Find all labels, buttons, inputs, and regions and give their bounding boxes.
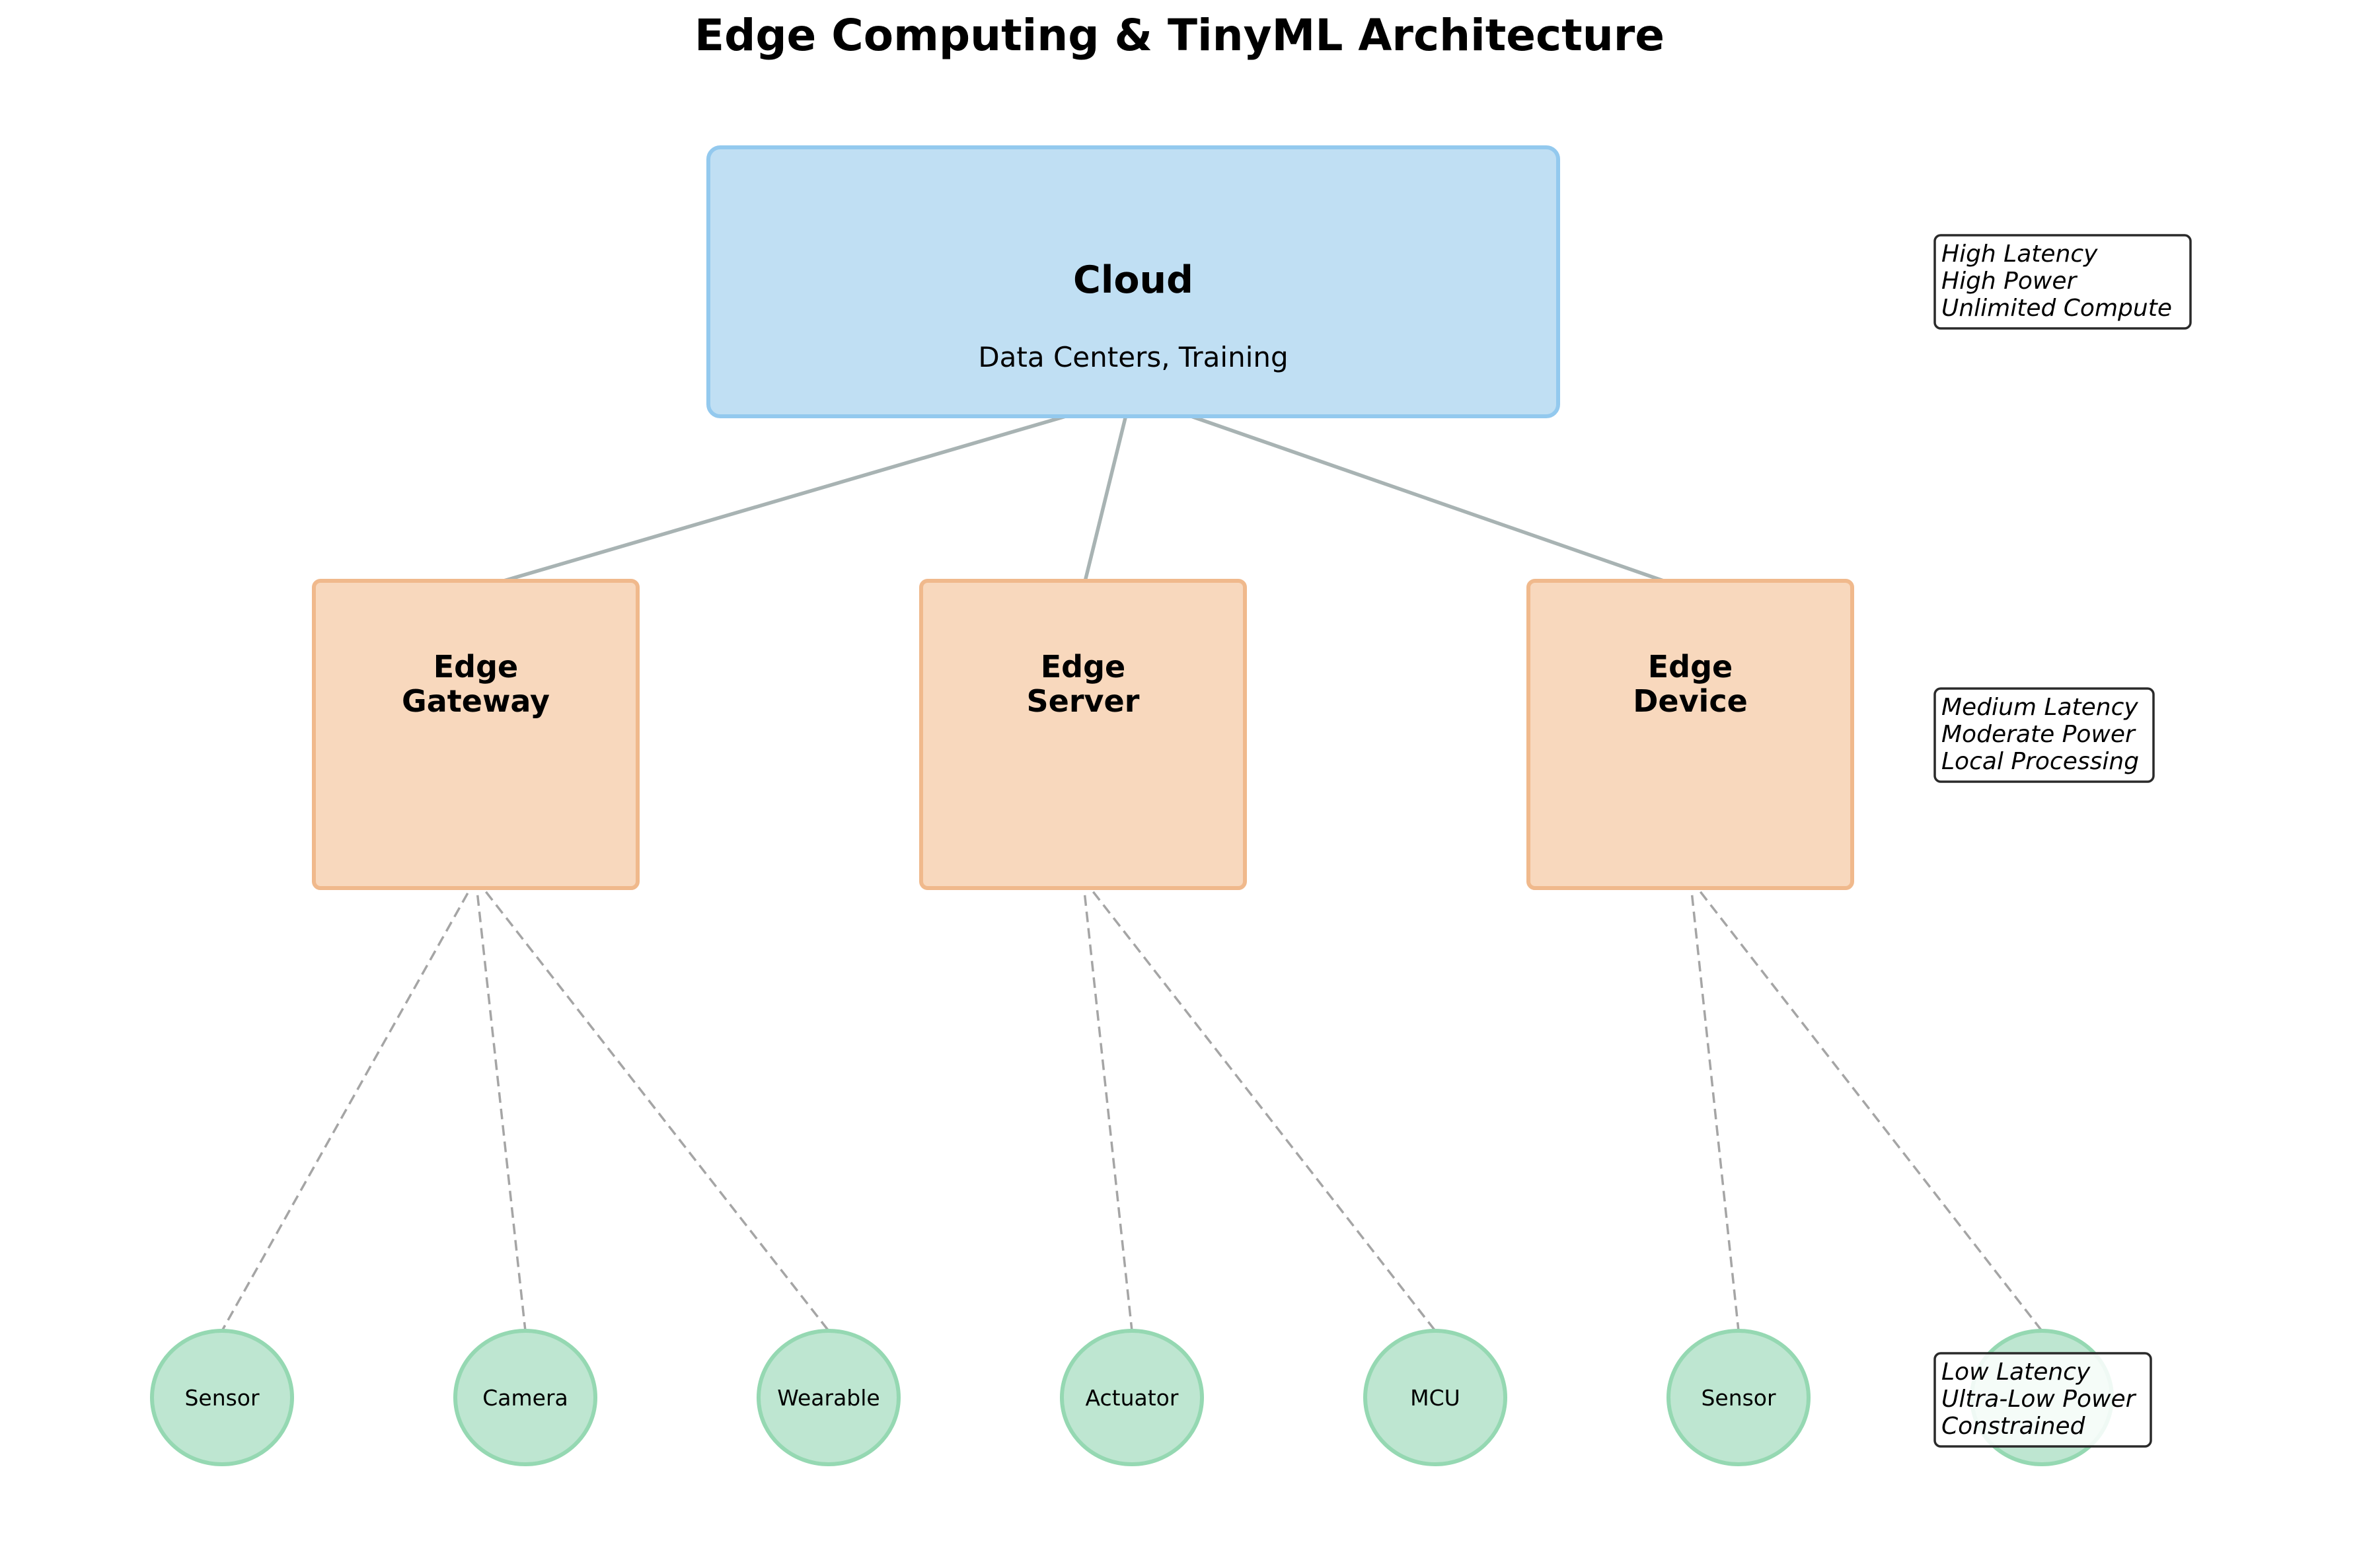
device-link bbox=[1082, 878, 1133, 1331]
device-node: Sensor bbox=[1666, 1329, 1811, 1466]
cloud-title: Cloud bbox=[1073, 258, 1193, 302]
device-link bbox=[474, 877, 830, 1332]
cloud-arrow bbox=[1140, 396, 1685, 590]
edge-label-line2: Gateway bbox=[402, 683, 550, 719]
device-nodes: Sensor Camera Wearable Actuator MCU Sensor bbox=[150, 1329, 2114, 1466]
device-label: Sensor bbox=[184, 1385, 260, 1411]
device-label: Wearable bbox=[777, 1385, 880, 1411]
tier-note-line: High Power bbox=[1941, 268, 2078, 295]
tier-note-line: Ultra-Low Power bbox=[1941, 1386, 2137, 1413]
cloud-links bbox=[478, 396, 1685, 590]
device-link bbox=[474, 878, 527, 1331]
device-circle bbox=[1060, 1329, 1204, 1466]
edge-node-server: Edge Server bbox=[919, 579, 1247, 890]
edge-label-line1: Edge bbox=[1648, 649, 1733, 685]
cloud-arrow bbox=[1082, 399, 1130, 587]
cloud-box bbox=[706, 145, 1560, 418]
tier-note-box bbox=[1933, 687, 2155, 783]
device-node: Camera bbox=[453, 1329, 597, 1466]
device-link bbox=[1689, 878, 1740, 1331]
device-label: Sensor bbox=[1701, 1385, 1776, 1411]
device-circle bbox=[453, 1329, 597, 1466]
device-link bbox=[1689, 877, 2043, 1332]
device-circle bbox=[1363, 1329, 1507, 1466]
device-label: Camera bbox=[482, 1385, 568, 1411]
edge-label-line2: Server bbox=[1027, 683, 1140, 719]
device-node: MCU bbox=[1363, 1329, 1507, 1466]
tier-note-line: Local Processing bbox=[1941, 748, 2139, 775]
edge-box bbox=[1526, 579, 1854, 890]
device-circle bbox=[757, 1329, 901, 1466]
tier-note-box bbox=[1933, 234, 2192, 330]
edge-node-device: Edge Device bbox=[1526, 579, 1854, 890]
device-links bbox=[221, 877, 2043, 1332]
edge-label-line2: Device bbox=[1633, 683, 1748, 719]
tier-note-line: Unlimited Compute bbox=[1941, 295, 2172, 322]
device-node: Actuator bbox=[1060, 1329, 1204, 1466]
device-link bbox=[1082, 877, 1437, 1332]
edge-node-gateway: Edge Gateway bbox=[312, 579, 640, 890]
device-node: Wearable bbox=[757, 1329, 901, 1466]
tier-note-line: Constrained bbox=[1941, 1413, 2086, 1440]
cloud-subtitle: Data Centers, Training bbox=[978, 341, 1288, 373]
edge-label-line1: Edge bbox=[1041, 649, 1125, 685]
device-circle bbox=[1666, 1329, 1811, 1466]
diagram-title: Edge Computing & TinyML Architecture bbox=[694, 10, 1665, 61]
edge-box bbox=[312, 579, 640, 890]
device-link bbox=[221, 878, 477, 1331]
edge-label-line1: Edge bbox=[433, 649, 518, 685]
tier-note-line: Medium Latency bbox=[1941, 694, 2138, 721]
edge-box bbox=[919, 579, 1247, 890]
device-circle bbox=[150, 1329, 294, 1466]
tier-note-box bbox=[1933, 1352, 2152, 1448]
device-label: Actuator bbox=[1086, 1385, 1179, 1411]
device-node: Sensor bbox=[150, 1329, 294, 1466]
tier-note-line: High Latency bbox=[1941, 241, 2098, 268]
tier-note-line: Moderate Power bbox=[1941, 721, 2136, 748]
cloud-node: Cloud Data Centers, Training bbox=[706, 145, 1560, 418]
tier-note-line: Low Latency bbox=[1941, 1359, 2091, 1386]
cloud-arrow bbox=[478, 398, 1127, 590]
device-label: MCU bbox=[1410, 1385, 1460, 1411]
